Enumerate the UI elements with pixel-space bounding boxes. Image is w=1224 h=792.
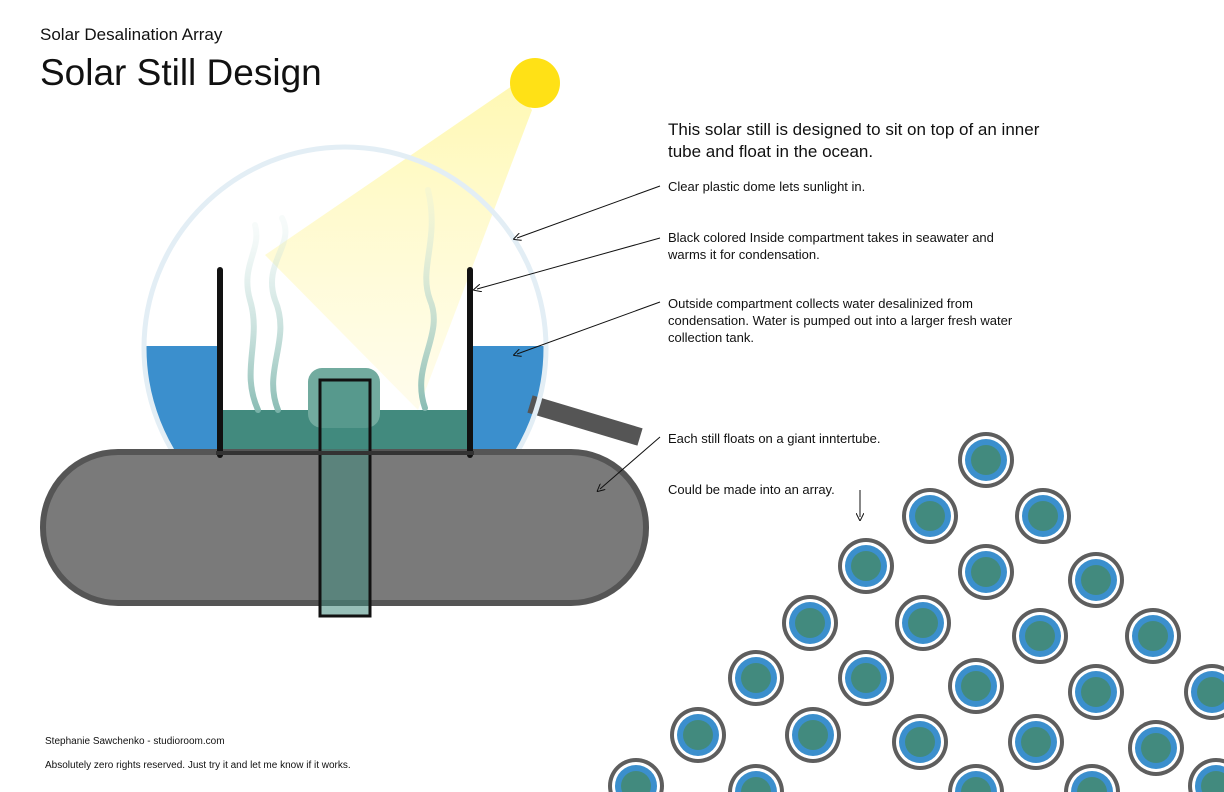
intro-text: This solar still is designed to sit on t… — [668, 120, 1040, 161]
array-still — [608, 758, 664, 792]
array-still — [1068, 552, 1124, 608]
note-outside-compartment: Outside compartment collects water desal… — [668, 296, 1013, 345]
array-still — [1012, 608, 1068, 664]
array-still — [670, 707, 726, 763]
still-array — [608, 432, 1224, 792]
array-still — [958, 544, 1014, 600]
steam-wave-3 — [418, 187, 437, 411]
steam-wave-1 — [244, 222, 261, 413]
arrow-inside-compartment — [477, 237, 661, 289]
array-still — [895, 595, 951, 651]
page-subtitle: Solar Desalination Array — [40, 25, 223, 44]
note-innertube: Each still floats on a giant inntertube. — [668, 431, 881, 446]
array-still — [948, 658, 1004, 714]
array-still — [728, 650, 784, 706]
array-still — [785, 707, 841, 763]
array-still — [948, 764, 1004, 792]
sun-icon — [510, 58, 560, 108]
array-still — [1188, 758, 1224, 792]
array-still — [838, 538, 894, 594]
array-still — [782, 595, 838, 651]
note-dome: Clear plastic dome lets sunlight in. — [668, 179, 866, 194]
array-still — [1015, 488, 1071, 544]
array-still — [838, 650, 894, 706]
array-still — [1184, 664, 1224, 720]
array-still — [1125, 608, 1181, 664]
array-still — [1128, 720, 1184, 776]
array-still — [892, 714, 948, 770]
arrow-outside-compartment — [517, 301, 661, 354]
note-array: Could be made into an array. — [668, 482, 835, 497]
steam-wave-2 — [269, 215, 289, 413]
page-title: Solar Still Design — [40, 52, 322, 93]
footer-rights: Absolutely zero rights reserved. Just tr… — [45, 760, 351, 771]
arrow-innertube — [600, 436, 661, 489]
sunlight-beam — [265, 86, 532, 410]
pump-pipe — [527, 395, 643, 446]
array-still — [728, 764, 784, 792]
arrow-dome — [517, 185, 661, 238]
footer-credit: Stephanie Sawchenko - studioroom.com — [45, 736, 225, 747]
array-still — [958, 432, 1014, 488]
array-still — [1064, 764, 1120, 792]
note-inside-compartment: Black colored Inside compartment takes i… — [668, 230, 994, 262]
array-still — [902, 488, 958, 544]
array-still — [1008, 714, 1064, 770]
intake-pipe — [318, 378, 372, 618]
array-still — [1068, 664, 1124, 720]
